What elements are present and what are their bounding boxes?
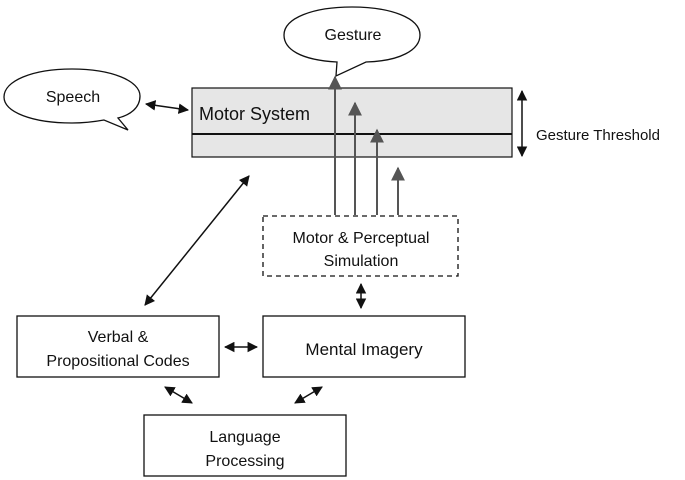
language-label-line2: Processing (205, 453, 284, 470)
simulation-box: Motor & Perceptual Simulation (262, 215, 459, 277)
mental-imagery-label: Mental Imagery (305, 340, 423, 359)
verbal-label-line2: Propositional Codes (46, 353, 189, 370)
speech-motor-arrow (144, 100, 190, 114)
simulation-label-line1: Motor & Perceptual (293, 230, 430, 247)
speech-bubble: Speech (3, 68, 141, 131)
verbal-motor-arrow (144, 175, 250, 306)
verbal-language-arrow (164, 386, 193, 404)
gesture-threshold-label: Gesture Threshold (536, 127, 660, 144)
imagery-language-arrow (294, 386, 323, 404)
motor-system-label: Motor System (199, 104, 310, 124)
mental-imagery-box: Mental Imagery (262, 315, 466, 378)
motor-system-box: Motor System (191, 87, 513, 158)
verbal-codes-box: Verbal & Propositional Codes (16, 315, 220, 378)
speech-label: Speech (46, 89, 100, 106)
gesture-label: Gesture (325, 27, 382, 44)
verbal-label-line1: Verbal & (88, 329, 149, 346)
simulation-label-line2: Simulation (324, 253, 399, 270)
language-label-line1: Language (209, 429, 280, 446)
language-processing-box: Language Processing (143, 414, 347, 477)
gesture-bubble: Gesture (283, 6, 421, 78)
